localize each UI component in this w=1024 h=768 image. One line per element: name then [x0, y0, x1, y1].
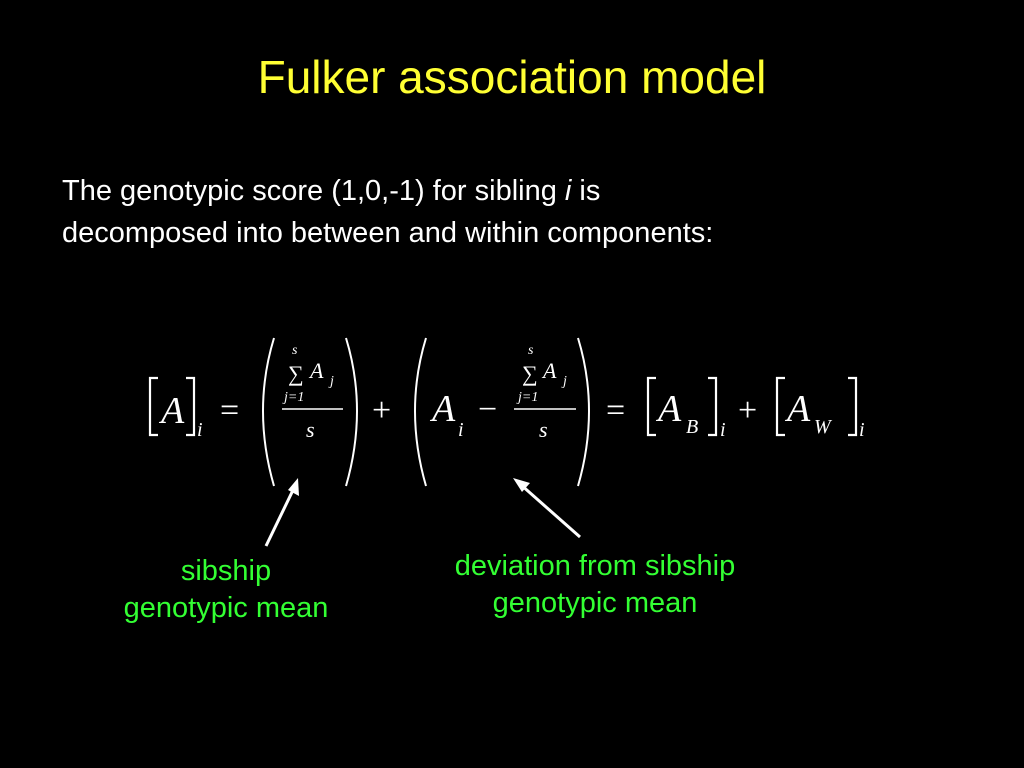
between-sub-B: B — [686, 416, 698, 438]
sibship-mean-term: s ∑ A j j=1 s — [262, 337, 358, 487]
equals-2: = — [606, 392, 625, 429]
sum-lower-1: j=1 — [282, 390, 304, 405]
deviation-term: A i − s ∑ A j j=1 s — [414, 337, 590, 487]
sum-A-1: A — [308, 358, 324, 383]
between-right-bracket — [708, 376, 718, 437]
between-sub-i: i — [720, 419, 726, 441]
lhs-left-bracket — [148, 376, 158, 437]
body-text: The genotypic score (1,0,-1) for sibling… — [62, 170, 962, 254]
within-component: A W i — [775, 376, 865, 441]
within-right-bracket — [848, 376, 858, 437]
sum-sign-2: ∑ — [522, 361, 538, 386]
between-component: A B i — [646, 376, 726, 441]
lhs-right-bracket — [186, 376, 196, 437]
left-paren-1 — [262, 337, 275, 487]
sibship-mean-annotation: sibship genotypic mean — [80, 553, 372, 627]
sum-upper-s-1: s — [292, 343, 298, 358]
within-A: A — [784, 388, 811, 430]
deviation-annotation-line-2: genotypic mean — [492, 586, 698, 619]
between-A: A — [655, 388, 682, 430]
sibship-mean-annotation-line-1: sibship — [180, 555, 272, 587]
body-line-1-text: The genotypic score (1,0,-1) for sibling — [62, 175, 565, 207]
sibship-mean-annotation-line-2: genotypic mean — [123, 591, 329, 624]
sum-sub-j-1: j — [328, 374, 334, 389]
right-paren-1 — [345, 337, 358, 487]
body-line-2: decomposed into between and within compo… — [62, 217, 714, 250]
plus-1: + — [372, 392, 391, 429]
minus: − — [478, 391, 497, 428]
within-left-bracket — [775, 376, 785, 437]
body-line-1: The genotypic score (1,0,-1) for sibling… — [62, 170, 962, 212]
sum-sub-j-2: j — [561, 374, 567, 389]
dev-A: A — [429, 388, 456, 430]
plus-2: + — [738, 392, 757, 429]
between-left-bracket — [646, 376, 656, 437]
sum-sign-1: ∑ — [288, 361, 304, 386]
within-sub-W: W — [814, 416, 833, 438]
equals-1: = — [220, 392, 239, 429]
lhs-sub-i: i — [197, 419, 203, 441]
denominator-s-1: s — [306, 417, 315, 442]
lhs-A: A — [158, 390, 185, 432]
deviation-annotation-line-1: deviation from sibship — [454, 550, 736, 582]
dev-sub-i: i — [458, 419, 464, 441]
sum-A-2: A — [541, 358, 557, 383]
slide-title: Fulker association model — [257, 51, 767, 103]
sum-lower-2: j=1 — [516, 390, 538, 405]
sum-upper-s-2: s — [528, 343, 534, 358]
denominator-s-2: s — [539, 417, 548, 442]
body-line-1-end: is — [571, 175, 601, 207]
right-paren-2 — [577, 337, 590, 487]
formula-lhs: A i — [148, 376, 203, 441]
sibling-variable: i — [564, 175, 572, 207]
within-sub-i: i — [859, 419, 865, 441]
decomposition-formula: A i = s ∑ A j j=1 s + A i − s ∑ A j j=1 … — [148, 337, 865, 487]
left-paren-2 — [414, 337, 427, 487]
deviation-annotation: deviation from sibship genotypic mean — [380, 548, 810, 622]
